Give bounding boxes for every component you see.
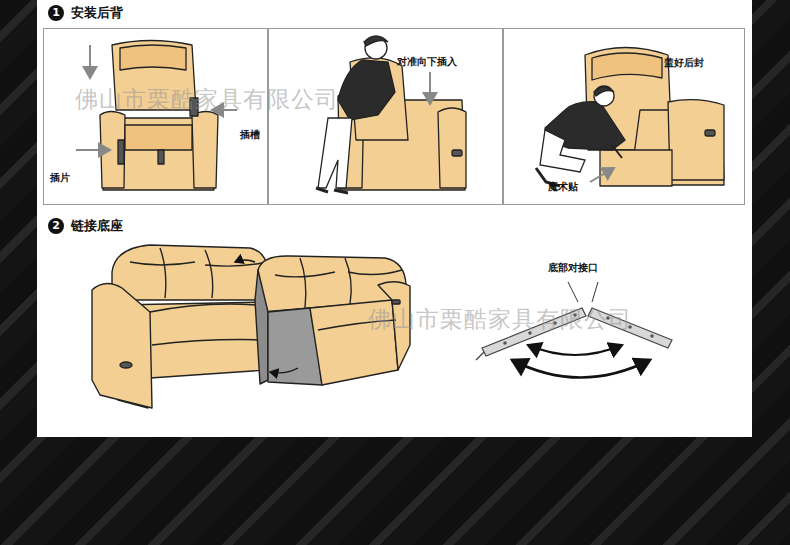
step-number: 2 xyxy=(48,218,64,234)
section-heading: 安装后背 xyxy=(71,5,123,21)
watermark: 佛山市栗酷家具有限公司 xyxy=(75,86,339,114)
step-number: 1 xyxy=(48,5,64,21)
part-label: 盖好后封 xyxy=(664,57,704,69)
part-label: 魔术贴 xyxy=(548,181,578,193)
step-panel: 盖好后封魔术贴 xyxy=(503,28,745,205)
callout-label: 底部对接口 xyxy=(548,262,598,274)
section-heading: 链接底座 xyxy=(71,218,123,234)
loveseat-back xyxy=(112,245,268,300)
part-label: 插槽 xyxy=(240,129,260,141)
part-label: 对准向下插入 xyxy=(397,56,457,68)
watermark: 佛山市栗酷家具有限公司 xyxy=(368,306,632,334)
step-panel: 对准向下插入 xyxy=(268,28,503,205)
part-label: 插片 xyxy=(50,172,70,184)
step-panel: 插槽插片 xyxy=(43,28,268,205)
loveseat-arm xyxy=(92,283,152,408)
